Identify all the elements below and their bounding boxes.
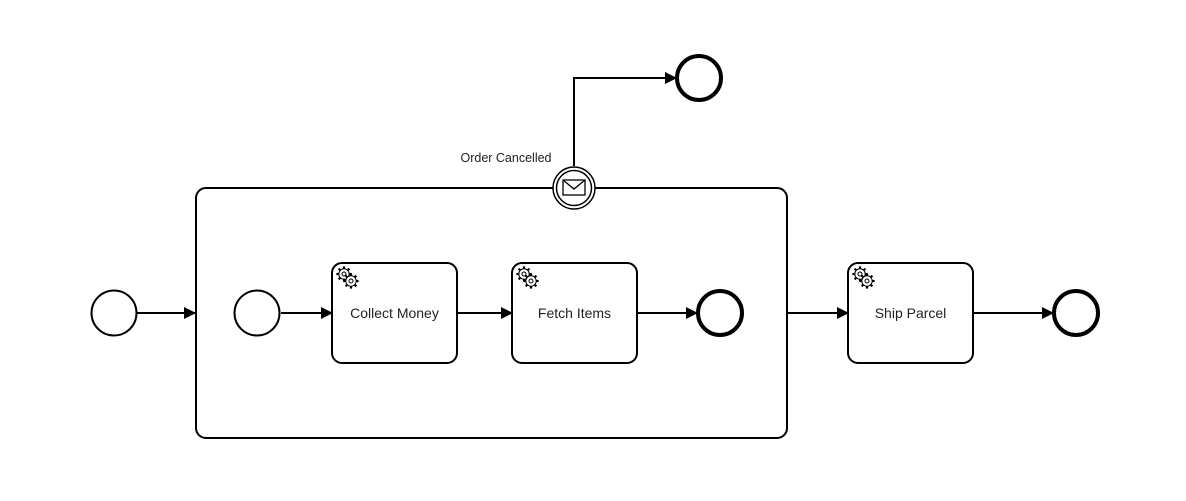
boundary-event-order-cancelled[interactable] xyxy=(552,166,596,210)
task-fetch-items[interactable]: Fetch Items xyxy=(511,262,638,364)
end-event[interactable] xyxy=(1052,289,1100,337)
task-label: Collect Money xyxy=(350,305,439,321)
task-label: Ship Parcel xyxy=(875,305,947,321)
subprocess[interactable] xyxy=(195,187,788,439)
boundary-event-label: Order Cancelled xyxy=(460,151,551,165)
task-collect-money[interactable]: Collect Money xyxy=(331,262,458,364)
sequence-flows xyxy=(137,72,1054,319)
subprocess-end-event[interactable] xyxy=(696,289,744,337)
task-ship-parcel[interactable]: Ship Parcel xyxy=(847,262,974,364)
envelope-icon xyxy=(562,179,586,196)
subprocess-start-event[interactable] xyxy=(233,289,281,337)
start-event[interactable] xyxy=(90,289,138,337)
flow-order-cancelled-to-end[interactable] xyxy=(573,72,677,166)
cancel-end-event[interactable] xyxy=(675,54,723,102)
task-label: Fetch Items xyxy=(538,305,611,321)
